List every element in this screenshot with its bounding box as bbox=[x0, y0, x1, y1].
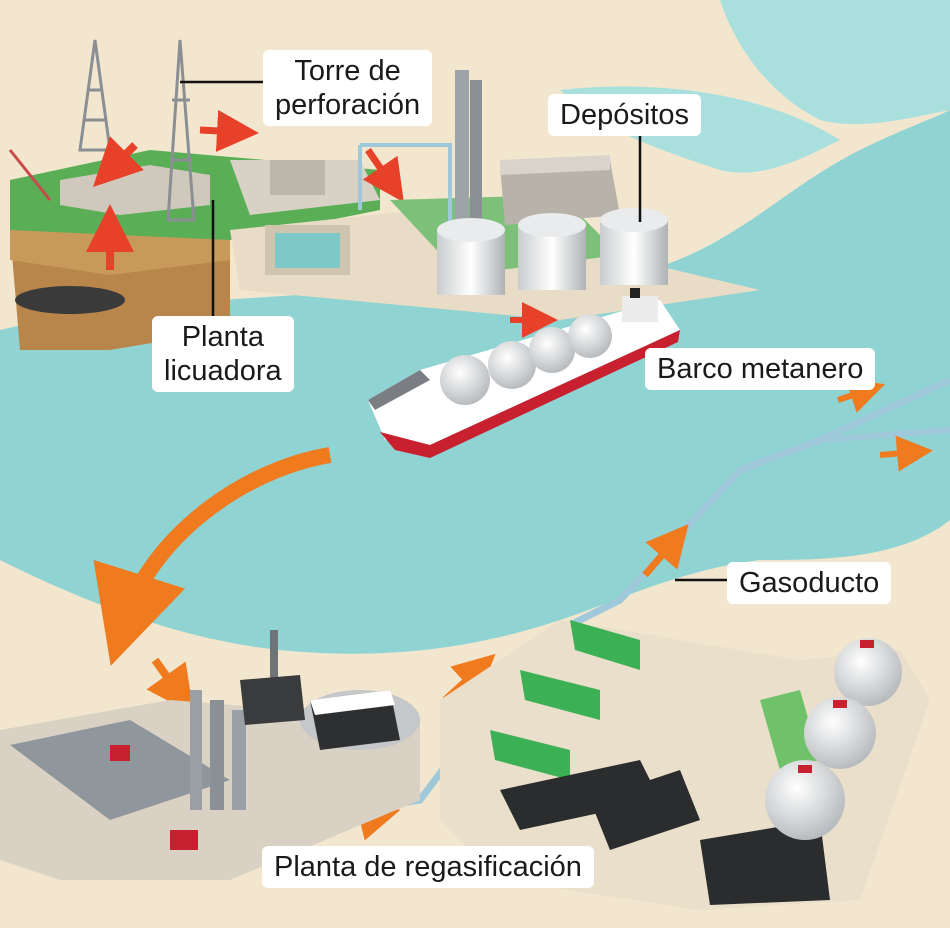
label-lng-ship: Barco metanero bbox=[645, 348, 876, 390]
label-drilling-tower: Torre de perforación bbox=[263, 50, 433, 126]
lng-ship bbox=[368, 288, 680, 458]
ship-tank-2 bbox=[488, 341, 536, 389]
ship-tank-4 bbox=[568, 314, 612, 358]
sphere-tank-1 bbox=[834, 638, 902, 706]
sphere-tank-2 bbox=[804, 697, 876, 769]
regasification-facility bbox=[440, 620, 930, 910]
label-liquefaction-plant: Planta licuadora bbox=[152, 316, 294, 392]
label-pipeline: Gasoducto bbox=[727, 562, 892, 604]
ship-tank-3 bbox=[529, 327, 575, 373]
drilling-tower-1 bbox=[78, 39, 112, 152]
label-tanks: Depósitos bbox=[548, 94, 701, 136]
sphere-tank-3 bbox=[765, 760, 845, 840]
regasification-plant bbox=[0, 630, 420, 880]
storage-tanks bbox=[437, 208, 668, 338]
sea-far bbox=[720, 0, 950, 125]
label-regasification-plant: Planta de regasificación bbox=[262, 846, 594, 888]
drilling-tower-2 bbox=[166, 39, 196, 222]
ship-tank-1 bbox=[440, 355, 490, 405]
transport-arrow bbox=[93, 447, 332, 666]
